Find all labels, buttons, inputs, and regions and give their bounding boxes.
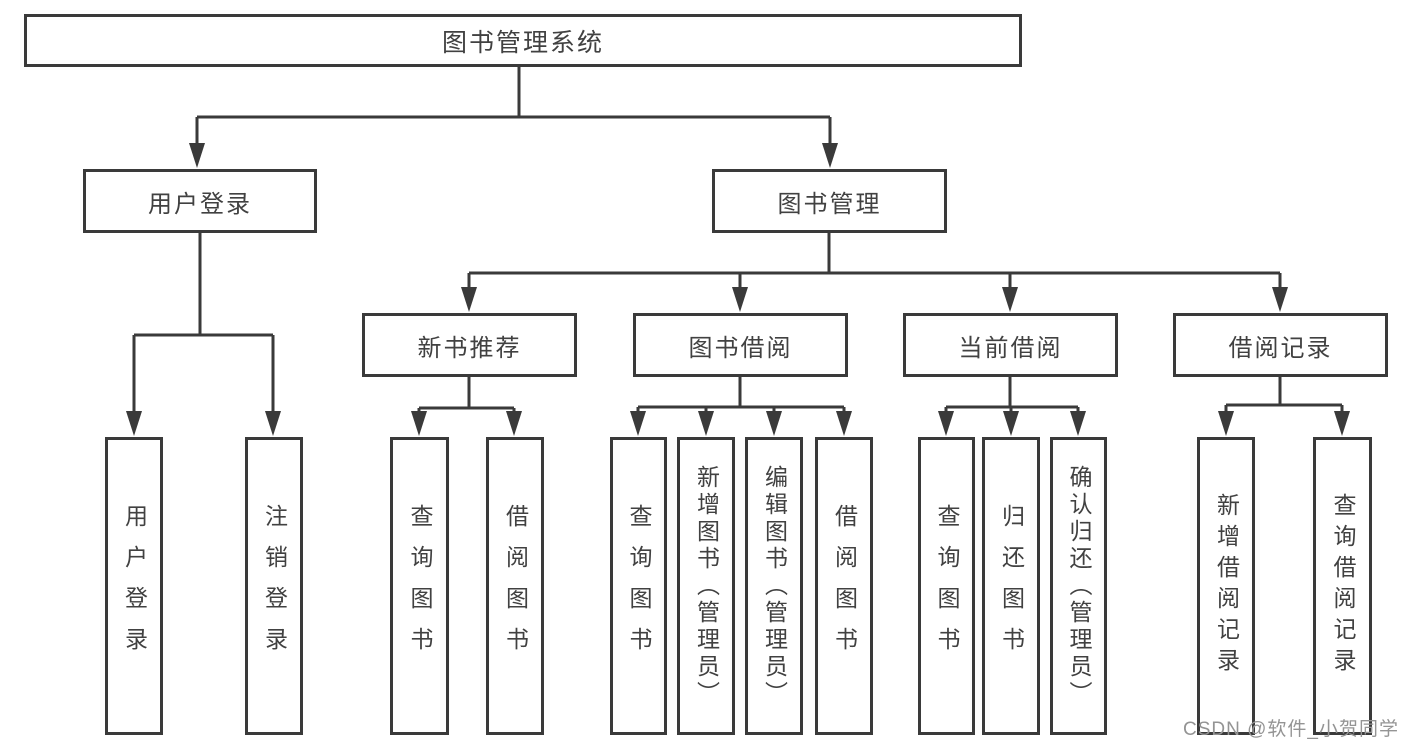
leaf-record-add-borrow-record: 新增借阅记录: [1197, 437, 1255, 735]
root-node-label: 图书管理系统: [441, 28, 604, 57]
leaf-borrowing-edit-books-admin: 编辑图书（管理员）: [745, 437, 803, 735]
node-book-management-label: 图书管理: [777, 190, 882, 218]
csdn-watermark: CSDN @软件_小贺同学: [1183, 719, 1399, 740]
node-new-book-recommend: 新书推荐: [362, 313, 577, 377]
leaf-borrowing-query-books: 查询图书: [610, 437, 667, 735]
node-new-book-recommend-label: 新书推荐: [417, 334, 522, 362]
leaf-current-return-books: 归还图书: [982, 437, 1040, 735]
leaf-record-query-borrow-record-label: 查询借阅记录: [1330, 493, 1356, 679]
node-book-borrowing-label: 图书借阅: [688, 334, 793, 362]
leaf-newbook-query-books-label: 查询图书: [407, 504, 433, 668]
root-node-library-system: 图书管理系统: [24, 14, 1022, 67]
leaf-borrowing-borrow-books: 借阅图书: [815, 437, 873, 735]
leaf-newbook-query-books: 查询图书: [390, 437, 449, 735]
leaf-record-add-borrow-record-label: 新增借阅记录: [1213, 493, 1240, 679]
leaf-borrowing-query-books-label: 查询图书: [626, 504, 652, 668]
leaf-user-login: 用户登录: [105, 437, 163, 735]
leaf-borrowing-add-books-admin-label: 新增图书（管理员）: [693, 464, 720, 708]
leaf-borrowing-edit-books-admin-label: 编辑图书（管理员）: [761, 464, 788, 708]
node-book-borrowing: 图书借阅: [633, 313, 848, 377]
leaf-current-query-books: 查询图书: [918, 437, 975, 735]
node-borrowing-records-label: 借阅记录: [1228, 334, 1333, 362]
leaf-record-query-borrow-record: 查询借阅记录: [1313, 437, 1372, 735]
leaf-current-return-books-label: 归还图书: [998, 504, 1025, 668]
node-borrowing-records: 借阅记录: [1173, 313, 1388, 377]
leaf-borrowing-add-books-admin: 新增图书（管理员）: [677, 437, 735, 735]
leaf-borrowing-borrow-books-label: 借阅图书: [831, 504, 858, 668]
node-user-login: 用户登录: [83, 169, 317, 233]
leaf-newbook-borrow-books: 借阅图书: [486, 437, 544, 735]
node-current-borrowing-label: 当前借阅: [958, 334, 1063, 362]
leaf-newbook-borrow-books-label: 借阅图书: [502, 504, 529, 668]
leaf-logout: 注销登录: [245, 437, 303, 735]
node-current-borrowing: 当前借阅: [903, 313, 1118, 377]
leaf-current-query-books-label: 查询图书: [934, 504, 960, 668]
node-user-login-label: 用户登录: [148, 190, 252, 218]
node-book-management: 图书管理: [712, 169, 947, 233]
leaf-current-confirm-return-admin-label: 确认归还（管理员）: [1066, 464, 1092, 708]
leaf-user-login-label: 用户登录: [121, 504, 148, 668]
leaf-logout-label: 注销登录: [261, 504, 288, 668]
leaf-current-confirm-return-admin: 确认归还（管理员）: [1050, 437, 1107, 735]
